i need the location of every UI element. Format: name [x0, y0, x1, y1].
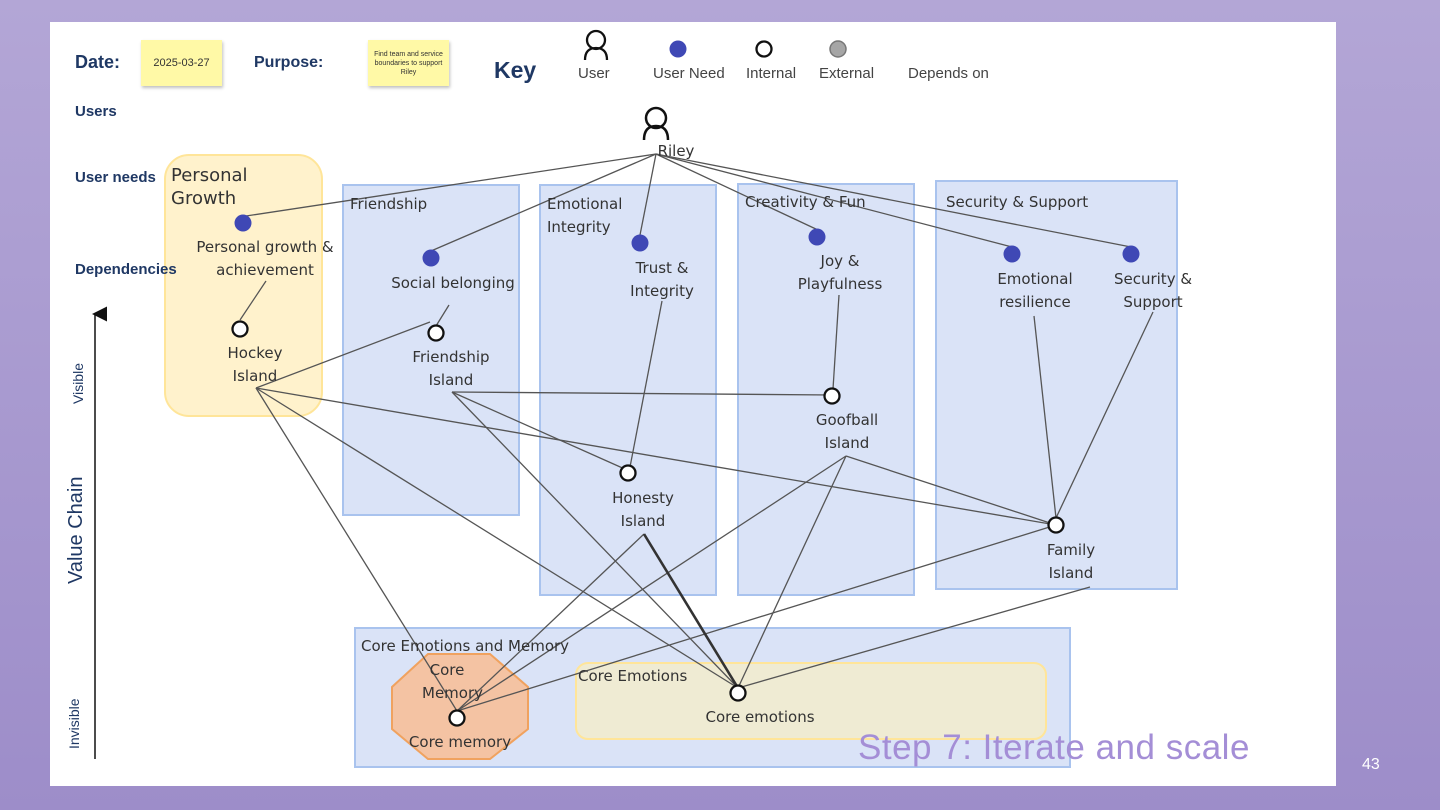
component-nodes [231, 320, 1065, 727]
need-label-security-support: Security & Support [1113, 270, 1193, 311]
user-riley-icon [642, 106, 670, 141]
purpose-label: Purpose: [254, 54, 324, 71]
key-label-internal: Internal [746, 65, 797, 82]
row-label-users: Users [75, 103, 117, 120]
component-node-goofball-island [823, 387, 841, 405]
user-label-riley: Riley [657, 142, 695, 160]
component-label-family-island: Family Island [1046, 541, 1096, 582]
axis-title: Value Chain [65, 476, 87, 584]
key-label-user-need: User Need [653, 65, 725, 82]
key-label-user: User [578, 65, 610, 82]
key-external-icon [829, 40, 847, 58]
key-label-depends-on: Depends on [908, 65, 989, 82]
need-label-joy-playfulness: Joy & Playfulness [797, 252, 883, 293]
component-node-hockey-island [231, 320, 249, 338]
key-internal-icon [755, 40, 773, 58]
area-label-core-emotions: Core Emotions [578, 667, 688, 685]
date-value: 2025-03-27 [153, 57, 210, 69]
key-user-icon [583, 29, 609, 61]
row-label-user-needs: User needs [75, 169, 156, 186]
row-label-dependencies: Dependencies [75, 261, 177, 278]
need-label-emotional-resilience: Emotional resilience [997, 270, 1073, 311]
purpose-sticky-note: Find team and service boundaries to supp… [368, 40, 449, 86]
area-label-core-memory: Core Memory [422, 661, 484, 702]
component-node-friendship-island [427, 324, 445, 342]
group-creativity-fun-box [737, 183, 915, 596]
need-node-personal-growth [234, 214, 252, 232]
component-node-honesty-island [619, 464, 637, 482]
step-title: Step 7: Iterate and scale [858, 728, 1250, 767]
need-node-joy-playfulness [808, 228, 826, 246]
group-label-creativity-fun: Creativity & Fun [745, 193, 866, 211]
need-node-security-support [1122, 245, 1140, 263]
need-label-trust-integrity: Trust & Integrity [630, 259, 694, 300]
key-label-external: External [819, 65, 875, 82]
page-number: 43 [1362, 756, 1380, 773]
group-emotional-integrity-box [539, 184, 717, 596]
component-label-core-emotions: Core emotions [705, 708, 815, 726]
purpose-value: Find team and service boundaries to supp… [374, 50, 443, 76]
date-sticky-note: 2025-03-27 [141, 40, 222, 86]
component-node-core-memory [448, 709, 466, 727]
component-label-core-memory: Core memory [408, 733, 512, 751]
core-memory-area [391, 653, 529, 760]
group-personal-growth-box [164, 154, 323, 417]
component-label-goofball-island: Goofball Island [815, 411, 879, 452]
component-label-honesty-island: Honesty Island [612, 489, 674, 530]
need-label-personal-growth: Personal growth & achievement [196, 238, 334, 279]
key-title: Key [494, 57, 537, 83]
user-need-nodes [234, 214, 1140, 267]
group-label-core-emotions-memory: Core Emotions and Memory [361, 637, 570, 655]
wardley-map-canvas [92, 29, 1178, 768]
component-label-hockey-island: Hockey Island [227, 344, 283, 385]
dependency-edges [239, 153, 1154, 712]
need-node-social-belonging [422, 249, 440, 267]
date-label: Date: [75, 52, 121, 72]
group-label-personal-growth: Personal Growth [171, 165, 248, 209]
slide: Date: 2025-03-27 Purpose: Find team and … [50, 22, 1336, 786]
group-label-emotional-integrity: Emotional Integrity [547, 195, 623, 236]
axis-bottom-label: Invisible [66, 698, 82, 749]
need-node-emotional-resilience [1003, 245, 1021, 263]
key-user-need-icon [669, 40, 687, 58]
component-node-core-emotions [729, 684, 747, 702]
axis-top-label: Visible [70, 363, 86, 404]
need-label-social-belonging: Social belonging [391, 274, 515, 292]
component-label-friendship-island: Friendship Island [412, 348, 490, 389]
component-node-family-island [1047, 516, 1065, 534]
group-label-friendship: Friendship [350, 195, 428, 213]
need-node-trust-integrity [631, 234, 649, 252]
group-label-security-support: Security & Support [946, 193, 1089, 211]
core-emotions-area [575, 662, 1047, 740]
